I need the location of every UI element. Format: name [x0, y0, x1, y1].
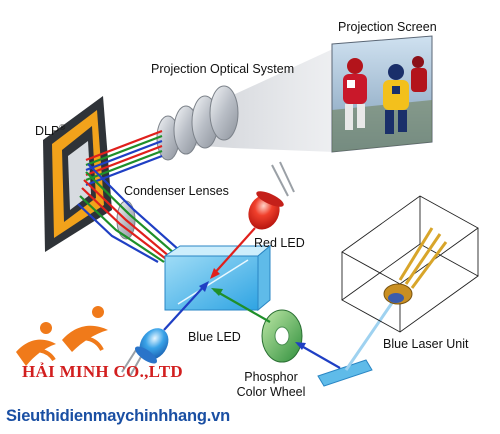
condenser-lenses-label: Condenser Lenses	[124, 184, 229, 198]
laser-diode	[383, 227, 448, 305]
laser-ray-to-wheel	[297, 343, 341, 369]
blue-led-ray	[163, 283, 207, 331]
watermark-website: Sieuthidienmaychinhhang.vn	[6, 407, 230, 425]
phosphor-color-wheel	[261, 309, 303, 363]
green-ray	[213, 289, 271, 323]
rays-prism-to-dlp	[77, 163, 189, 263]
blue-ray-arrow-icon	[199, 281, 209, 292]
phosphor-color-wheel-label: Phosphor Color Wheel	[233, 370, 309, 400]
phosphor-label-line2: Color Wheel	[236, 385, 306, 399]
projection-optical-system-label: Projection Optical System	[151, 62, 295, 76]
red-ray-arrow-icon	[210, 268, 220, 279]
dichroic-prism	[163, 244, 272, 312]
blue-led	[121, 328, 169, 377]
dlp-label: DLP®	[35, 120, 65, 139]
red-led-ray	[211, 227, 256, 277]
blue-laser-unit-label: Blue Laser Unit	[383, 337, 469, 351]
laser-ray-arrow-icon	[295, 342, 306, 350]
laser-ray-to-mirror	[344, 299, 396, 371]
mirror	[317, 359, 373, 387]
dlp-registered-mark: ®	[59, 123, 66, 132]
dlp-label-text: DLP	[35, 124, 60, 139]
projection-screen	[331, 35, 433, 153]
projection-lens-stack	[156, 85, 239, 161]
watermark-brand: HẢI MINH CO.,LTD	[22, 362, 183, 381]
red-led	[248, 161, 295, 230]
rays-dlp-to-lens	[85, 129, 163, 187]
projection-screen-label: Projection Screen	[338, 20, 437, 34]
red-led-label: Red LED	[254, 236, 305, 250]
phosphor-label-line1: Phosphor	[244, 370, 298, 384]
company-logo-icon	[16, 306, 108, 366]
blue-laser-unit	[341, 195, 479, 333]
blue-led-label: Blue LED	[188, 330, 241, 344]
green-ray-arrow-icon	[211, 288, 223, 296]
